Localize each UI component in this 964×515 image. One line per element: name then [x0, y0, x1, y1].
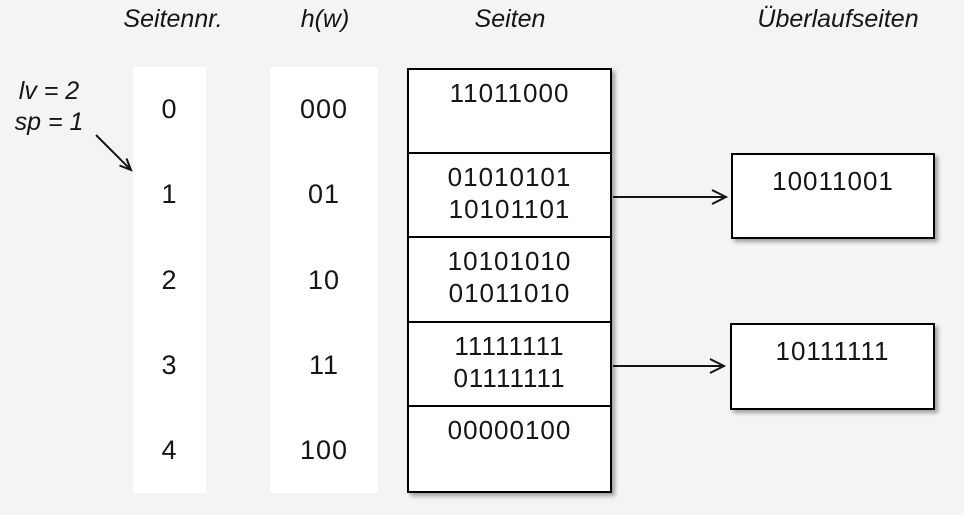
page-bucket-1: 01010101 10101101 [409, 154, 610, 239]
page-bucket-4: 00000100 [409, 407, 610, 491]
hash-value-column: 000 01 10 11 100 [270, 67, 378, 493]
bucket-entry: 10101010 [447, 246, 572, 277]
annotation-level: lv = 2 [18, 77, 80, 105]
overflow-arrowhead-2 [709, 358, 727, 374]
page-number: 4 [161, 434, 178, 465]
hash-value: 11 [308, 349, 340, 380]
bucket-entry: 00000100 [447, 414, 572, 445]
overflow-entry: 10011001 [772, 166, 894, 196]
hash-value: 100 [299, 434, 349, 465]
page-bucket-2: 10101010 01011010 [409, 238, 610, 323]
page-number: 0 [161, 94, 178, 125]
split-pointer-arrow [95, 134, 131, 170]
overflow-page-2: 10111111 [730, 323, 935, 410]
overflow-arrowhead-1 [711, 189, 729, 205]
page-number-column: 0 1 2 3 4 [133, 67, 206, 493]
overflow-entry: 10111111 [775, 336, 890, 366]
header-hash-function: h(w) [300, 5, 350, 33]
page-bucket-0: 11011000 [409, 70, 610, 155]
page-number: 2 [161, 264, 178, 295]
annotation-split-pointer: sp = 1 [14, 108, 84, 136]
bucket-entry: 01011010 [448, 278, 571, 309]
hash-value: 10 [307, 264, 341, 295]
header-page-number: Seitennr. [123, 5, 223, 33]
bucket-entry: 11011000 [449, 78, 570, 108]
header-pages: Seiten [474, 5, 546, 33]
page-number: 3 [161, 349, 178, 380]
header-overflow-pages: Überlaufseiten [757, 5, 919, 33]
overflow-page-1: 10011001 [731, 153, 935, 239]
bucket-entry: 01010101 [447, 162, 572, 193]
bucket-entry: 01111111 [453, 362, 566, 393]
pages-table: 11011000 01010101 10101101 10101010 0101… [407, 68, 612, 493]
page-bucket-3: 11111111 01111111 [409, 323, 610, 407]
bucket-entry: 11111111 [454, 330, 565, 361]
hash-value: 000 [299, 94, 349, 125]
page-number: 1 [161, 179, 178, 210]
bucket-entry: 10101101 [448, 194, 571, 225]
split-pointer-arrowhead [119, 158, 133, 172]
state-annotation: lv = 2 sp = 1 [10, 76, 88, 138]
hash-value: 01 [307, 179, 341, 210]
